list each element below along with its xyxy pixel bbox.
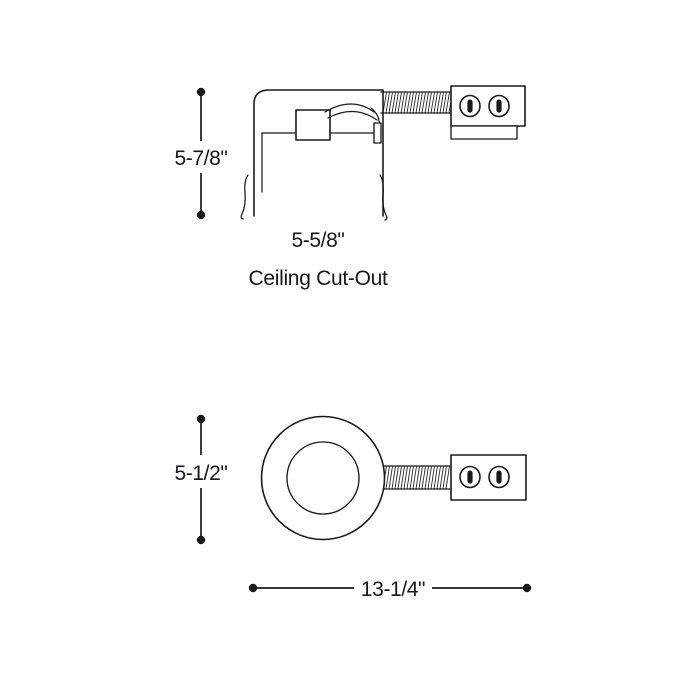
conduit-collar bbox=[373, 122, 382, 144]
plan-view-height-dimension: 5-1/2" bbox=[175, 414, 228, 545]
plan-dimension-dot-top bbox=[196, 414, 206, 424]
side-view-height-dimension: 5-7/8" bbox=[175, 87, 228, 220]
knockout-screw-right bbox=[488, 94, 510, 118]
inner-aperture bbox=[286, 441, 360, 515]
junction-box-plan bbox=[450, 454, 527, 501]
dimension-label-height-bottom: 5-1/2" bbox=[175, 462, 228, 485]
knockout-screw-left bbox=[459, 94, 481, 118]
junction-box-flange bbox=[450, 125, 518, 140]
plan-knockout-screw-left bbox=[459, 465, 481, 489]
socket-box bbox=[295, 109, 331, 141]
plan-knockout-screw-right bbox=[488, 465, 510, 489]
width-dimension-dot-right bbox=[522, 583, 532, 593]
wire-lead-lower bbox=[327, 110, 378, 121]
plan-view-width-dimension: 13-1/4" bbox=[248, 578, 532, 601]
dimension-label-width-bottom: 13-1/4" bbox=[361, 578, 425, 601]
plan-keyhole-slot-left bbox=[467, 470, 473, 484]
caption-ceiling-cut-out: Ceiling Cut-Out bbox=[248, 267, 388, 290]
plan-dimension-dot-bottom bbox=[196, 535, 206, 545]
housing-body-outline bbox=[253, 89, 384, 217]
keyhole-slot-left bbox=[467, 99, 473, 113]
dimension-label-width-top: 5-5/8" bbox=[292, 229, 345, 252]
mounting-clip-right bbox=[379, 174, 388, 221]
mounting-clip-left bbox=[240, 174, 249, 220]
wire-lead-upper bbox=[324, 103, 375, 113]
housing-assembly-side bbox=[240, 89, 388, 221]
plan-view: 5-1/2" bbox=[175, 414, 532, 601]
dimension-endpoint-dot-bottom bbox=[196, 210, 206, 220]
plan-keyhole-slot-right bbox=[496, 470, 502, 484]
dimension-label-height-top: 5-7/8" bbox=[175, 147, 228, 170]
keyhole-slot-right bbox=[496, 99, 502, 113]
junction-box-side bbox=[450, 85, 526, 140]
dimension-endpoint-dot-top bbox=[196, 87, 206, 97]
side-elevation-view: 5-7/8" bbox=[175, 85, 526, 290]
housing-rings-plan bbox=[260, 415, 386, 541]
width-dimension-dot-left bbox=[248, 583, 258, 593]
